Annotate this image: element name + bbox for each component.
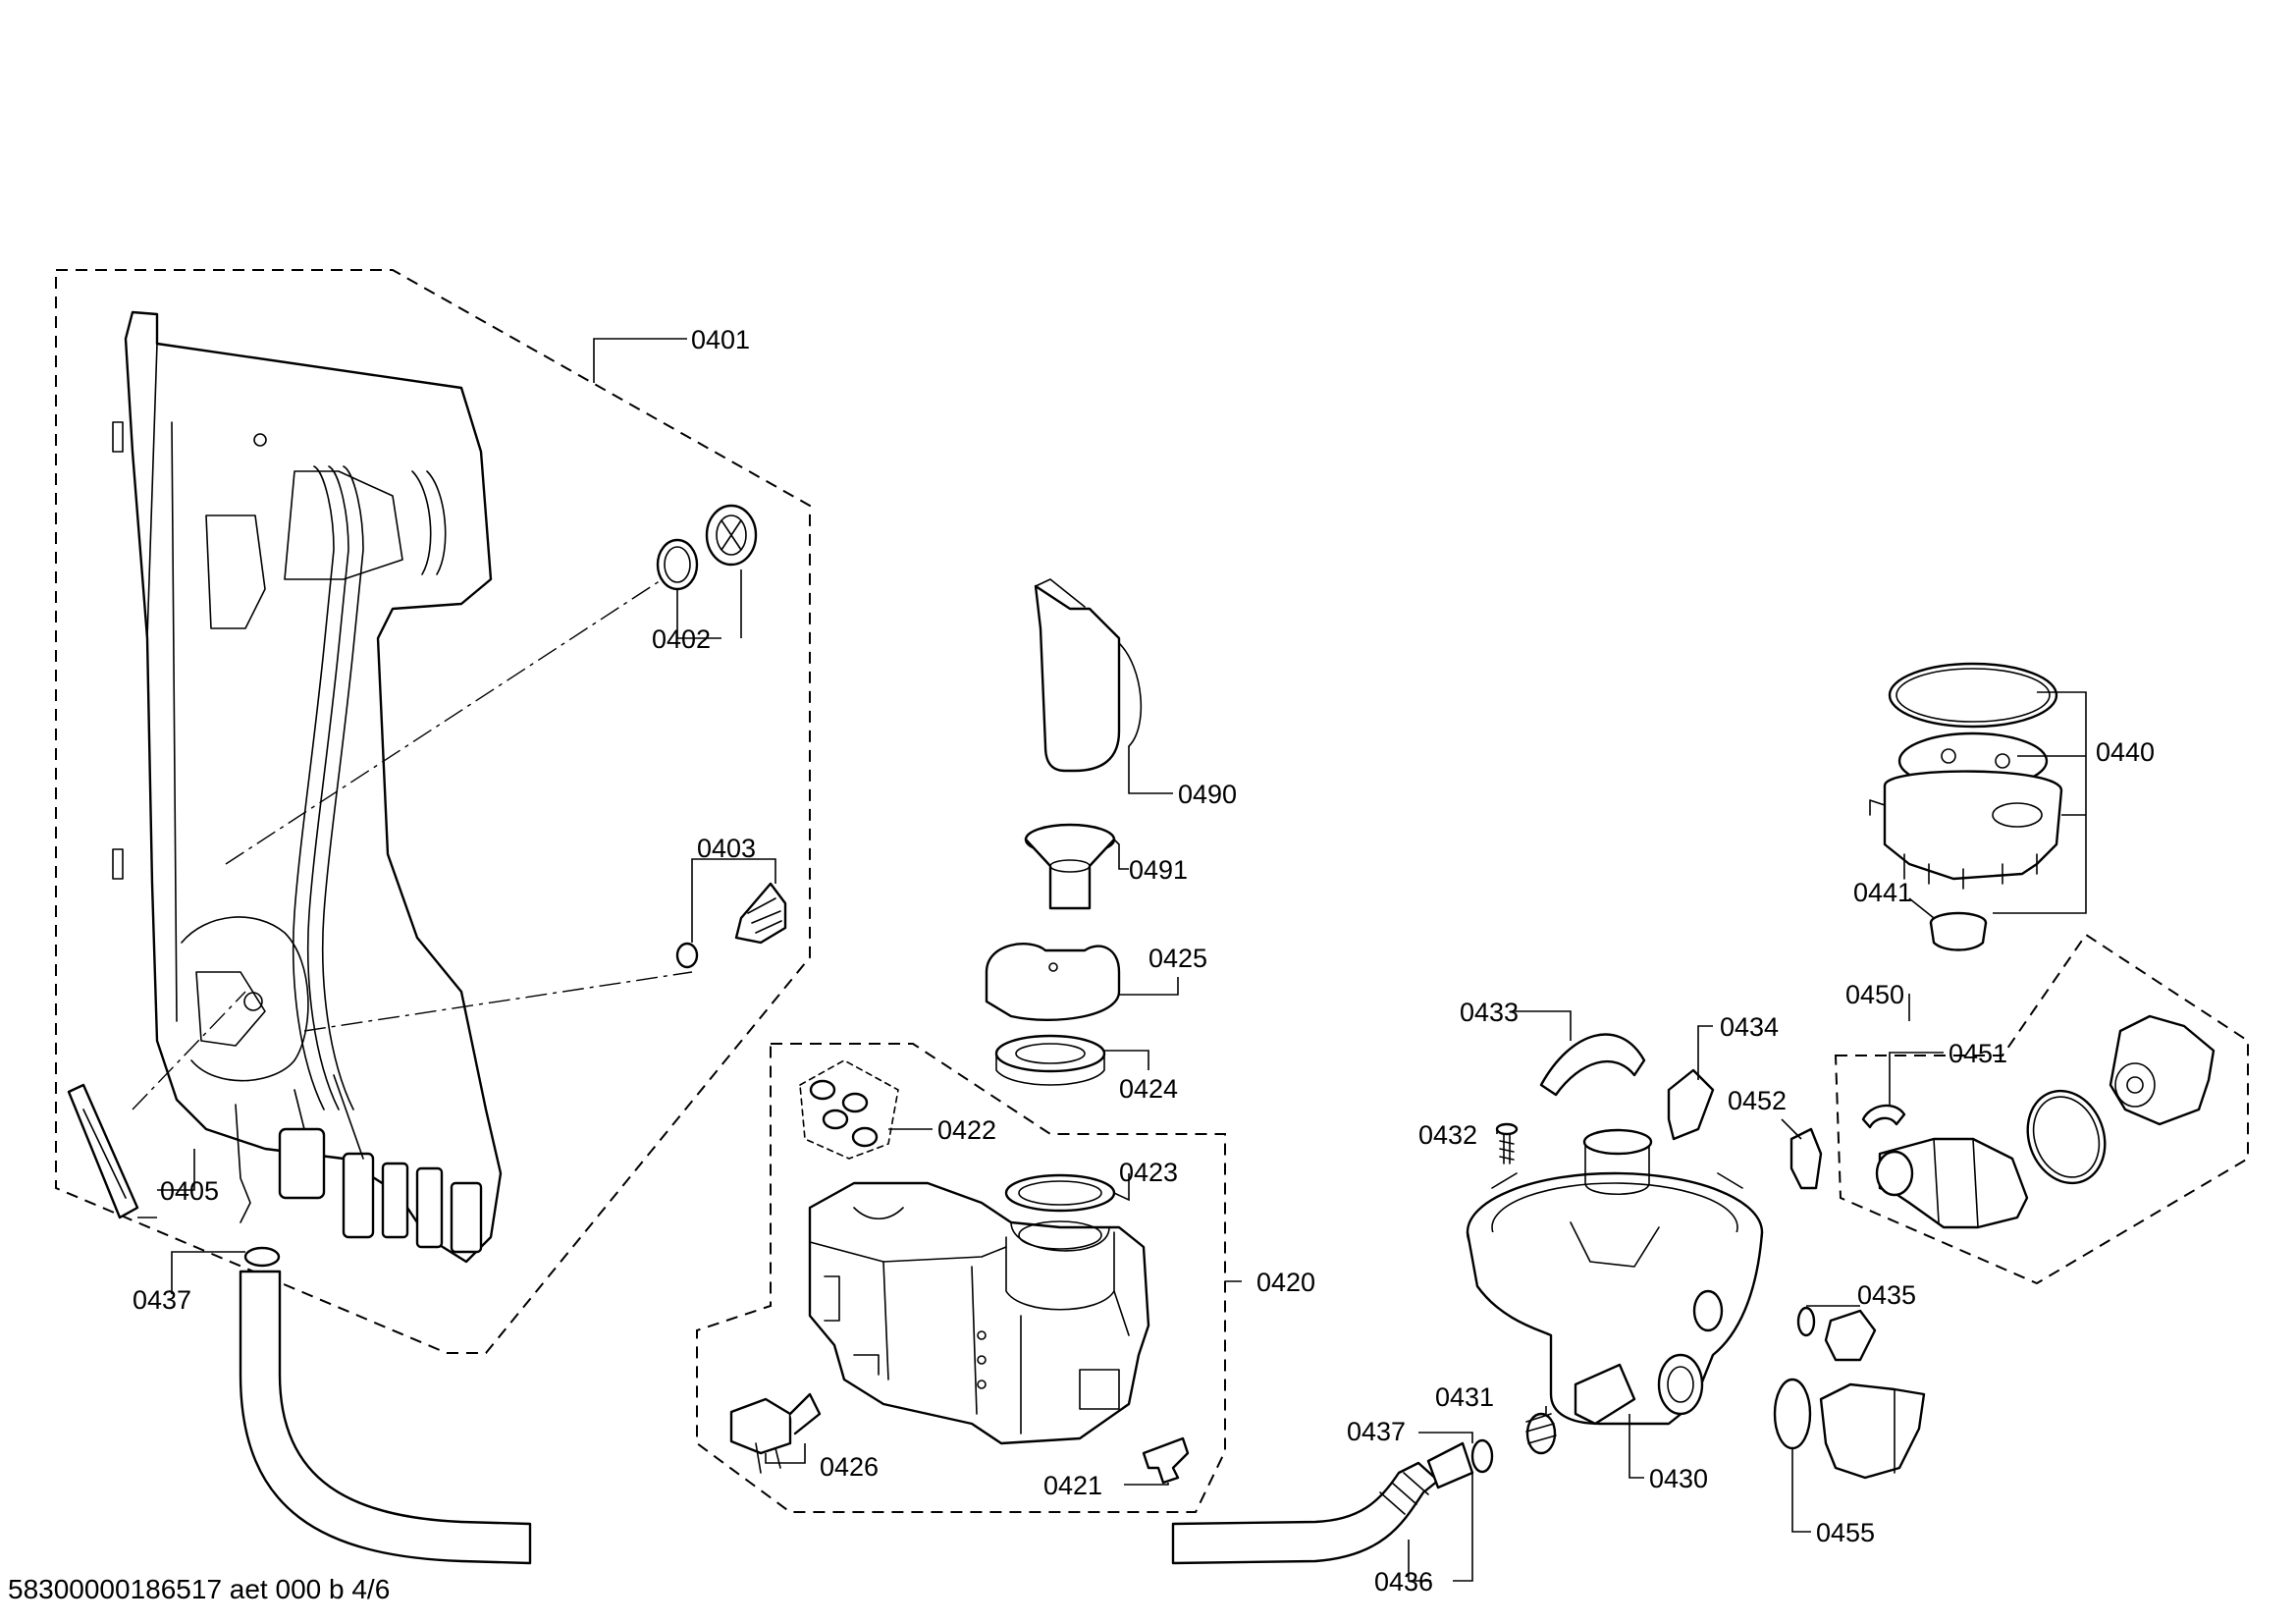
part-0431-fitting bbox=[1525, 1412, 1557, 1455]
label-0451: 0451 bbox=[1949, 1039, 2007, 1068]
label-0441: 0441 bbox=[1853, 878, 1912, 907]
part-0405-clip bbox=[67, 1083, 139, 1219]
label-0437a: 0437 bbox=[133, 1285, 191, 1315]
part-0450-pump-body bbox=[1875, 1137, 2029, 1229]
leader-0440 bbox=[1993, 691, 2087, 914]
drawing-code: 58300000186517 aet 000 b 4/6 bbox=[8, 1574, 390, 1604]
label-0431: 0431 bbox=[1435, 1382, 1494, 1412]
part-0452-latch bbox=[1789, 1127, 1823, 1190]
leader-0401 bbox=[593, 338, 687, 383]
label-0437b: 0437 bbox=[1347, 1417, 1406, 1446]
side-panel-water-tank bbox=[112, 310, 503, 1264]
part-0451-clamp bbox=[1861, 1104, 1906, 1129]
assembly-line-0405 bbox=[132, 991, 246, 1110]
part-0490-funnel bbox=[1034, 578, 1143, 773]
part-0403-sensor bbox=[675, 882, 787, 969]
label-0491: 0491 bbox=[1129, 855, 1188, 885]
label-0403: 0403 bbox=[697, 834, 756, 863]
assembly-line-0402 bbox=[225, 568, 678, 865]
drain-hose bbox=[239, 1246, 1494, 1565]
label-0421: 0421 bbox=[1043, 1471, 1102, 1500]
label-0405: 0405 bbox=[160, 1176, 219, 1206]
part-0423-seal bbox=[1004, 1173, 1116, 1213]
leader-0423 bbox=[1113, 1173, 1130, 1202]
part-0450-motor bbox=[2109, 1014, 2216, 1126]
label-0423: 0423 bbox=[1119, 1158, 1178, 1187]
leader-0437a bbox=[171, 1251, 245, 1294]
label-0432: 0432 bbox=[1418, 1120, 1477, 1150]
leader-0437b bbox=[1418, 1432, 1473, 1443]
label-0434: 0434 bbox=[1720, 1012, 1779, 1042]
label-0450: 0450 bbox=[1845, 980, 1904, 1009]
group-box-0420 bbox=[696, 1043, 1226, 1513]
part-0424-ring bbox=[994, 1034, 1106, 1086]
leader-0436 bbox=[1408, 1473, 1473, 1582]
leader-0451 bbox=[1889, 1052, 1944, 1105]
part-0422-seals bbox=[799, 1059, 899, 1160]
part-0432-screw bbox=[1495, 1122, 1519, 1164]
part-0441-sensor bbox=[1929, 911, 1988, 951]
leader-0430 bbox=[1629, 1414, 1644, 1479]
label-0422: 0422 bbox=[937, 1115, 996, 1145]
group-box-0450 bbox=[1834, 933, 2249, 1285]
label-0426: 0426 bbox=[820, 1452, 879, 1482]
label-0401: 0401 bbox=[691, 325, 750, 354]
part-0440-heater-assembly bbox=[1869, 662, 2063, 890]
part-0455-drain-pump bbox=[1773, 1378, 1926, 1480]
leader-0433 bbox=[1512, 1010, 1572, 1041]
label-0435: 0435 bbox=[1857, 1280, 1916, 1310]
label-0424: 0424 bbox=[1119, 1074, 1178, 1104]
label-0433: 0433 bbox=[1460, 998, 1519, 1027]
leader-0441 bbox=[1908, 897, 1935, 919]
leader-0426 bbox=[765, 1443, 806, 1464]
label-0490: 0490 bbox=[1178, 780, 1237, 809]
part-0421-clip bbox=[1142, 1436, 1190, 1485]
part-0433-filter-cover bbox=[1539, 1033, 1646, 1097]
part-0450-seal-ring bbox=[2026, 1089, 2107, 1185]
label-0452: 0452 bbox=[1728, 1086, 1787, 1115]
part-0435-sensor bbox=[1796, 1306, 1877, 1362]
label-0425: 0425 bbox=[1148, 944, 1207, 973]
leader-0424 bbox=[1104, 1050, 1149, 1070]
part-0420-softener-unit bbox=[808, 1181, 1150, 1445]
part-0430-sump bbox=[1466, 1128, 1764, 1426]
label-0420: 0420 bbox=[1256, 1268, 1315, 1297]
label-0440: 0440 bbox=[2096, 737, 2155, 767]
assembly-line-0403 bbox=[303, 971, 693, 1032]
leader-0455 bbox=[1791, 1448, 1811, 1533]
label-0402: 0402 bbox=[652, 624, 711, 654]
label-0436: 0436 bbox=[1374, 1567, 1433, 1597]
part-0402-seal-and-cap bbox=[656, 504, 758, 591]
part-0434-flap bbox=[1667, 1068, 1715, 1141]
part-0426-valve bbox=[729, 1392, 822, 1474]
leader-0452 bbox=[1781, 1118, 1802, 1140]
label-0455: 0455 bbox=[1816, 1518, 1875, 1547]
leader-0490 bbox=[1128, 746, 1173, 794]
part-0491-cap bbox=[1024, 823, 1116, 910]
leader-0434 bbox=[1697, 1025, 1713, 1080]
part-0425-lid bbox=[985, 943, 1121, 1022]
leader-0491 bbox=[1113, 839, 1129, 870]
leader-0405 bbox=[137, 1149, 195, 1218]
leader-0421 bbox=[1124, 1483, 1169, 1486]
leader-0425 bbox=[1119, 977, 1179, 996]
leader-0402 bbox=[676, 569, 742, 639]
leader-0403 bbox=[691, 858, 776, 943]
label-0430: 0430 bbox=[1649, 1464, 1708, 1493]
